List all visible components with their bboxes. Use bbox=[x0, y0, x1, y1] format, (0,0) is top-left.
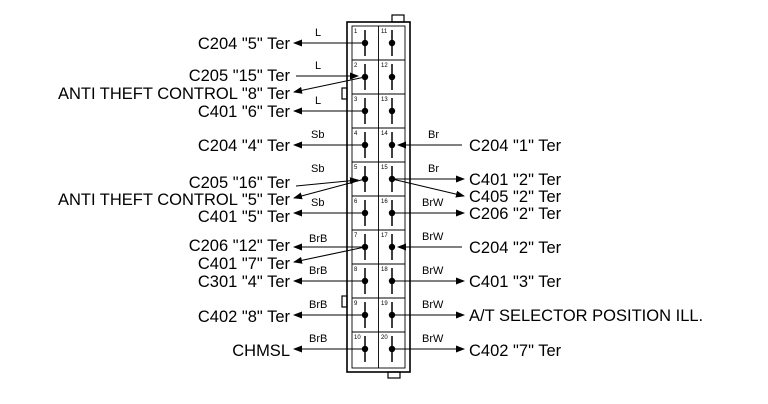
wire-color-label: BrW bbox=[422, 333, 444, 345]
label-c405-2: C405 "2" Ter bbox=[469, 188, 562, 206]
pin-label: 6 bbox=[354, 199, 358, 205]
pin-label: 9 bbox=[354, 301, 358, 307]
connector bbox=[341, 14, 411, 379]
label-c401-5: C401 "5" Ter bbox=[198, 208, 291, 226]
label-c401-2: C401 "2" Ter bbox=[469, 171, 562, 189]
pin-label: 15 bbox=[381, 165, 388, 171]
label-c204-4: C204 "4" Ter bbox=[198, 137, 291, 155]
label-anti-theft-5: ANTI THEFT CONTROL "5" Ter bbox=[58, 191, 291, 209]
wire-color-label: L bbox=[315, 95, 321, 107]
wire-color-label: BrW bbox=[422, 299, 444, 311]
pin-label: 5 bbox=[354, 165, 358, 171]
wire-to-c401-7 bbox=[293, 246, 366, 264]
wire-color-label: Br bbox=[428, 129, 439, 141]
wire-from-c205-16 bbox=[295, 177, 359, 187]
label-c204-2: C204 "2" Ter bbox=[469, 239, 562, 257]
label-c401-3: C401 "3" Ter bbox=[469, 273, 562, 291]
label-chmsl: CHMSL bbox=[232, 342, 290, 360]
pin-label: 2 bbox=[354, 63, 358, 69]
pin-label: 20 bbox=[381, 335, 388, 341]
pin-label: 11 bbox=[381, 29, 388, 35]
label-at-selector: A/T SELECTOR POSITION ILL. bbox=[469, 307, 703, 325]
wire-color-label: BrB bbox=[309, 265, 327, 277]
pin-label: 8 bbox=[354, 267, 358, 273]
pin-label: 12 bbox=[381, 63, 388, 69]
pin-label: 14 bbox=[381, 131, 388, 137]
right-labels: C204 "1" Ter C401 "2" Ter C405 "2" Ter C… bbox=[469, 137, 703, 360]
wire-color-label: BrW bbox=[422, 265, 444, 277]
label-anti-theft-8: ANTI THEFT CONTROL "8" Ter bbox=[58, 85, 291, 103]
label-c206-12: C206 "12" Ter bbox=[189, 237, 291, 255]
wire-color-label: Sb bbox=[311, 163, 324, 175]
wire-color-label: BrW bbox=[422, 197, 444, 209]
pin-label: 13 bbox=[381, 97, 388, 103]
left-labels: C204 "5" Ter C205 "15" Ter ANTI THEFT CO… bbox=[58, 35, 291, 360]
label-c401-7: C401 "7" Ter bbox=[198, 255, 291, 273]
wire-color-label: Br bbox=[428, 163, 439, 175]
wire-to-anti-theft-5 bbox=[293, 178, 366, 200]
label-c301-4: C301 "4" Ter bbox=[198, 273, 291, 291]
pin-numbers: 1 2 3 4 5 6 7 8 9 10 11 12 13 14 15 16 1… bbox=[354, 29, 388, 341]
pin-label: 4 bbox=[354, 131, 358, 137]
pin-label: 16 bbox=[381, 199, 388, 205]
label-c204-5: C204 "5" Ter bbox=[198, 35, 291, 53]
label-c401-6: C401 "6" Ter bbox=[198, 103, 291, 121]
wire-color-label: Sb bbox=[311, 129, 324, 141]
pin-label: 3 bbox=[354, 97, 358, 103]
wire-color-label: L bbox=[315, 27, 321, 39]
wire-color-labels: L L L Sb Sb Sb BrB BrB BrB BrB Br Br BrW… bbox=[309, 27, 444, 345]
label-c402-7: C402 "7" Ter bbox=[469, 342, 562, 360]
label-c206-2: C206 "2" Ter bbox=[469, 205, 562, 223]
wire-color-label: BrB bbox=[309, 233, 327, 245]
wire-color-label: L bbox=[315, 60, 321, 72]
label-c205-15: C205 "15" Ter bbox=[189, 67, 291, 85]
label-c204-1: C204 "1" Ter bbox=[469, 137, 562, 155]
pin-label: 1 bbox=[354, 29, 358, 35]
wire-color-label: BrW bbox=[422, 231, 444, 243]
pin-label: 10 bbox=[354, 335, 361, 341]
wires bbox=[293, 39, 465, 353]
wire-color-label: BrB bbox=[309, 299, 327, 311]
wire-color-label: BrB bbox=[309, 333, 327, 345]
label-c402-8: C402 "8" Ter bbox=[198, 308, 291, 326]
pin-label: 17 bbox=[381, 233, 388, 239]
wire-to-c405-2 bbox=[391, 178, 465, 198]
pin-label: 18 bbox=[381, 267, 388, 273]
pin-label: 7 bbox=[354, 233, 358, 239]
label-c205-16: C205 "16" Ter bbox=[189, 174, 291, 192]
wire-color-label: Sb bbox=[311, 197, 324, 209]
pin-label: 19 bbox=[381, 301, 388, 307]
wire-to-anti-theft-8 bbox=[293, 76, 366, 94]
